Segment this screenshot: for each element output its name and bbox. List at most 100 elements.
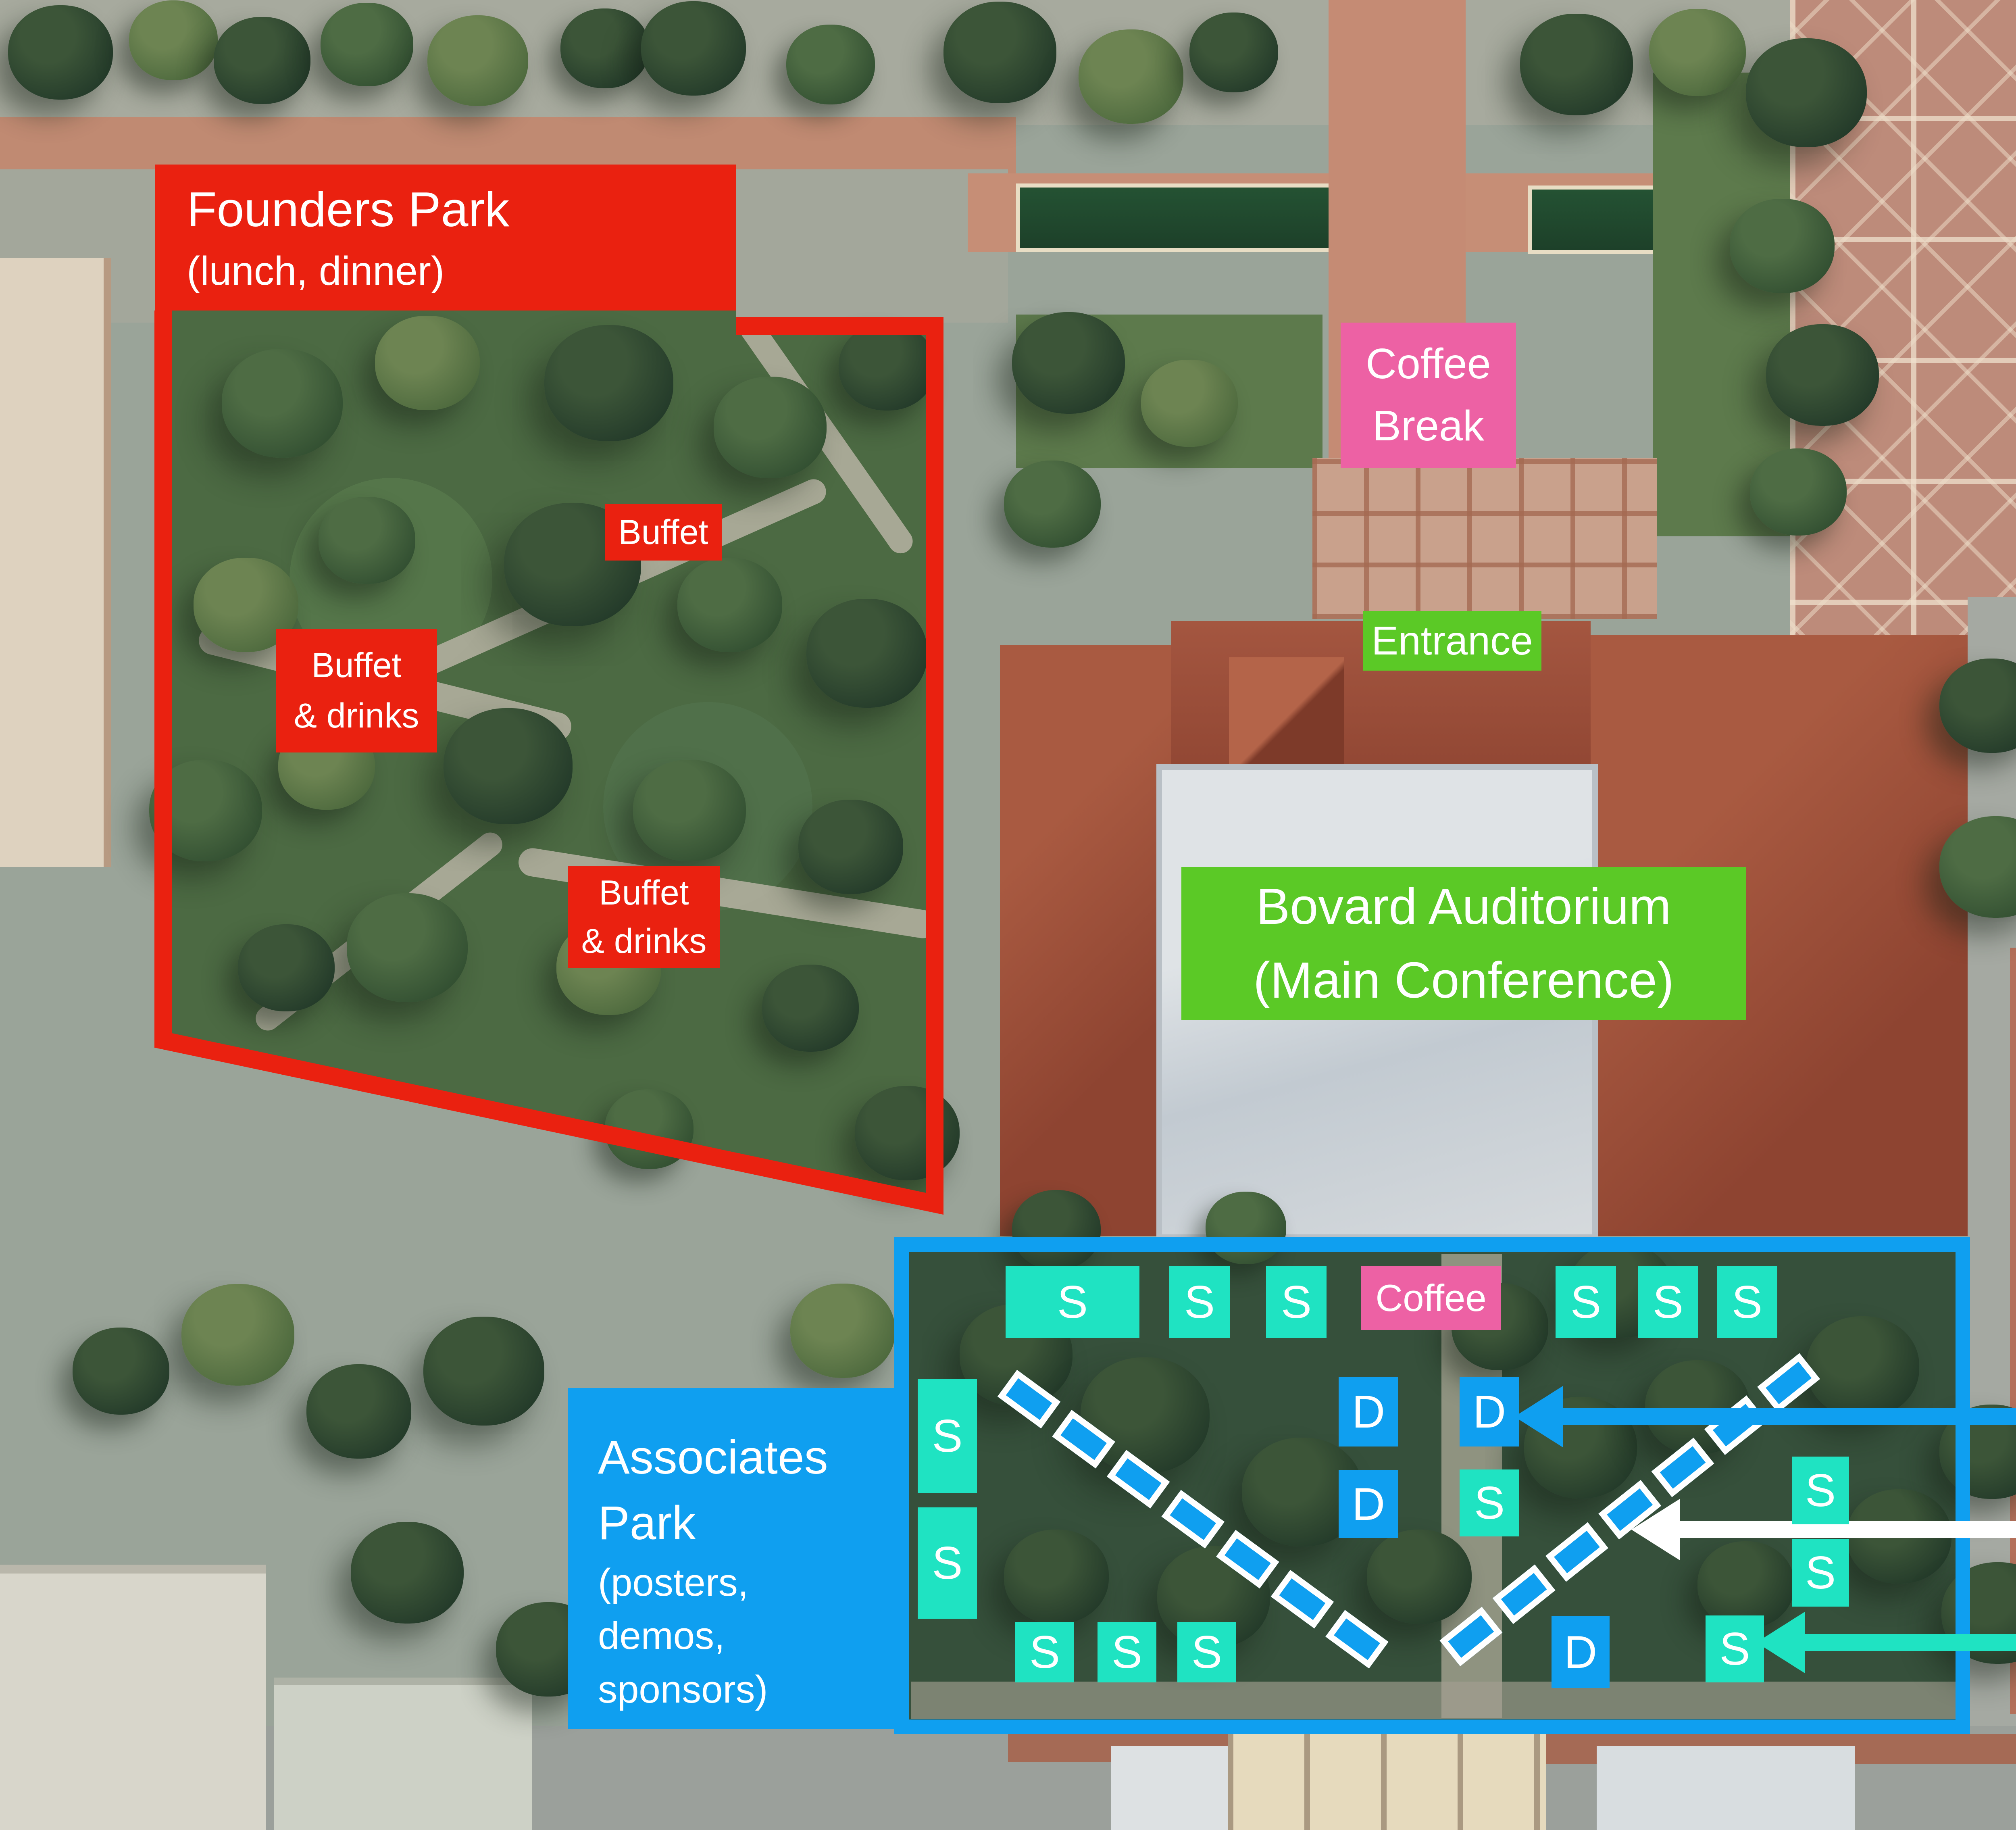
tree (1766, 324, 1879, 426)
sponsor-booth-marker: S (1556, 1266, 1616, 1338)
sponsor-booth-marker: S (1006, 1266, 1139, 1338)
bovard-subtitle: (Main Conference) (1253, 952, 1674, 1009)
building-south-west (1111, 1746, 1228, 1830)
coffee-break-text: Break (1372, 402, 1484, 450)
sponsors-arrow-line (1798, 1634, 2016, 1651)
coffee-station-text: Coffee (1375, 1277, 1487, 1319)
tree (347, 893, 468, 1002)
posters-arrow-head (1631, 1499, 1680, 1560)
bovard-title: Bovard Auditorium (1256, 878, 1671, 935)
tree (129, 0, 218, 80)
coffee-break-text: Coffee (1366, 340, 1491, 388)
tree (714, 377, 827, 478)
tree (1012, 312, 1125, 414)
entrance-label: Entrance (1363, 611, 1541, 671)
demo-booth-marker: D (1339, 1470, 1398, 1538)
buffet-drinks-label: Buffet & drinks (276, 629, 437, 752)
coffee-station-label: Coffee (1361, 1266, 1501, 1330)
tree (1939, 659, 2016, 753)
bovard-auditorium-label: Bovard Auditorium (Main Conference) (1181, 867, 1746, 1020)
demo-booth-marker: D (1460, 1377, 1519, 1446)
founders-park-label: Founders Park (lunch, dinner) (155, 165, 736, 311)
hedge-planter (1016, 183, 1351, 252)
tree (351, 1522, 464, 1624)
tree (321, 2, 413, 86)
tree (560, 8, 649, 88)
tree (73, 1328, 169, 1415)
sponsor-booth-marker: S (1177, 1622, 1236, 1682)
sponsor-booth-marker: S (1792, 1457, 1849, 1524)
sponsor-booth-marker: S (1638, 1266, 1698, 1338)
tree (1079, 29, 1183, 124)
tree (1520, 14, 1633, 115)
demos-arrow-head (1514, 1386, 1563, 1447)
building-southwest-2 (274, 1678, 532, 1830)
building-southwest-corner (0, 1565, 266, 1830)
sponsors-arrow-head (1756, 1612, 1805, 1673)
buffet-drinks-label: Buffet & drinks (568, 866, 720, 968)
demos-arrow-line (1556, 1408, 2016, 1425)
sponsor-booth-marker: S (1169, 1266, 1230, 1338)
tree (181, 1284, 294, 1386)
buffet-label: Buffet (605, 504, 722, 561)
tree (238, 924, 335, 1011)
tree (1012, 1190, 1101, 1270)
coffee-break-label: Coffee Break (1341, 323, 1516, 468)
associates-park-outline (894, 1237, 1970, 1734)
sponsor-booth-marker: S (1460, 1469, 1519, 1536)
tree (1141, 360, 1238, 447)
founders-park-title: Founders Park (187, 181, 510, 237)
sponsor-booth-marker: S (1098, 1622, 1156, 1682)
demo-booth-marker: D (1552, 1616, 1610, 1688)
tree (214, 17, 310, 104)
tree (1939, 816, 2016, 918)
tree (1806, 1316, 1919, 1418)
building-west (0, 258, 111, 867)
tree (1649, 9, 1746, 96)
tree (762, 965, 859, 1052)
building-south-east (1597, 1746, 1855, 1830)
sponsor-booth-marker: S (1015, 1622, 1074, 1682)
associates-park-label: Associates Park (posters, demos, sponsor… (568, 1388, 896, 1729)
founders-park-subtitle: (lunch, dinner) (187, 248, 445, 294)
building-south (1228, 1734, 1546, 1830)
tree (222, 349, 343, 458)
tree (641, 1, 746, 96)
tree (1367, 1530, 1472, 1624)
tree (1746, 38, 1867, 147)
sponsor-booth-marker: S (1266, 1266, 1327, 1338)
tree (1189, 13, 1278, 92)
tree (790, 1284, 895, 1378)
tree (375, 316, 480, 410)
tree (544, 325, 673, 441)
tree (1206, 1192, 1286, 1264)
associates-park-path-south (911, 1682, 1960, 1719)
buffet-text: Buffet (618, 513, 708, 552)
tree (8, 5, 113, 100)
buffet-text: & drinks (581, 922, 707, 961)
sponsor-booth-marker: S (1706, 1615, 1764, 1682)
entrance-text: Entrance (1371, 618, 1533, 663)
tree (798, 800, 903, 894)
associates-subtitle: (posters, (598, 1561, 749, 1604)
brick-path-upper-left (0, 117, 1016, 173)
tree (806, 599, 927, 708)
tree (677, 558, 782, 652)
tree (839, 323, 935, 411)
demo-booth-marker: D (1339, 1377, 1398, 1446)
sponsor-booth-marker: S (918, 1379, 977, 1493)
buffet-text: Buffet (599, 873, 689, 912)
tree (306, 1364, 411, 1459)
tree (423, 1317, 544, 1426)
bovard-west-wing-roof (1000, 645, 1179, 1236)
tree (943, 2, 1056, 103)
tree (786, 25, 875, 104)
tree (633, 760, 746, 861)
associates-subtitle: demos, (598, 1614, 725, 1658)
tree (1750, 448, 1847, 536)
entrance-courtyard (1312, 458, 1657, 619)
associates-title: Associates (598, 1430, 828, 1484)
sponsor-booth-marker: S (1717, 1266, 1777, 1338)
